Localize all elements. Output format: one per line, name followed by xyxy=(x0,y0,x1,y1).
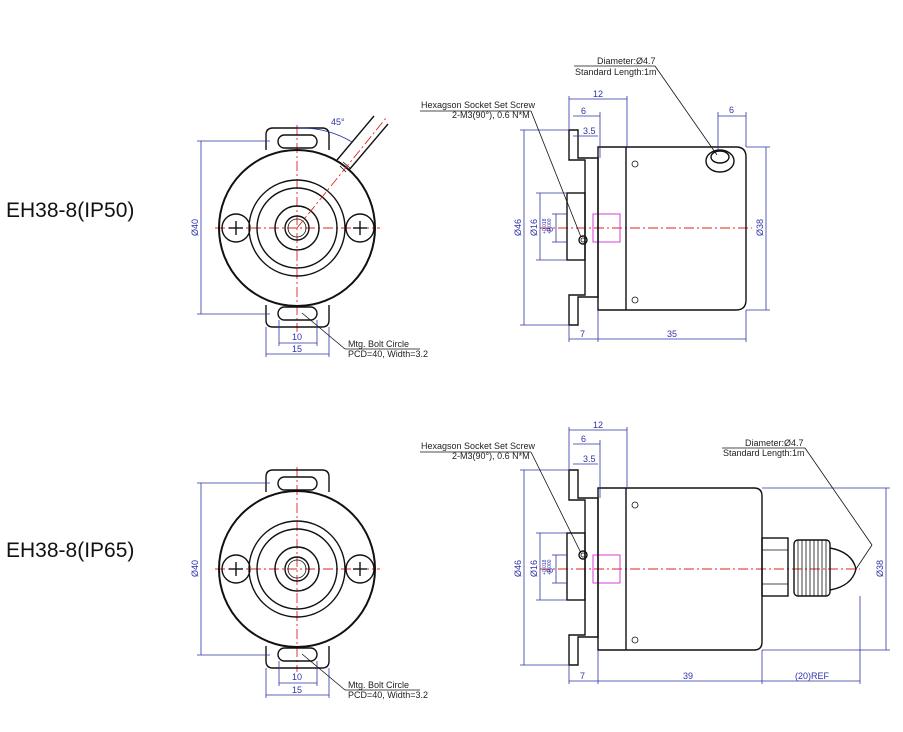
model-title-ip65: EH38-8(IP65) xyxy=(6,539,135,562)
front-view-ip50: 45° Ø40 10 15 Mtg. Bolt Circle PCD=40, W… xyxy=(190,115,428,359)
screw-note-ip50: Hexagson Socket Set Screw xyxy=(421,100,536,110)
dim-slot-10-ip65: 10 xyxy=(292,672,302,682)
cable-length-note-ip65: Standard Length:1m xyxy=(723,448,805,458)
dim-dia46-ip50: Ø46 xyxy=(513,219,523,236)
dim-slot-15-ip50: 15 xyxy=(292,344,302,354)
model-title-ip50: EH38-8(IP50) xyxy=(6,199,135,222)
cable-dia-note-ip65: Diameter:Ø4.7 xyxy=(745,438,804,448)
dim-dia38-ip50: Ø38 xyxy=(755,219,765,236)
front-view-ip65: Ø40 10 15 Mtg. Bolt Circle PCD=40, Width… xyxy=(190,467,428,700)
screw-spec-ip65: 2-M3(90°), 0.6 N*M xyxy=(452,451,530,461)
side-view-ip65: 12 6 3.5 Ø46 Ø16 8 +0.018 +0.000 xyxy=(420,420,890,684)
bolt-circle-note-ip65: Mtg. Bolt Circle xyxy=(348,680,409,690)
dim-slot-10-ip50: 10 xyxy=(292,332,302,342)
dim-7-ip50: 7 xyxy=(580,329,585,339)
dim-7-ip65: 7 xyxy=(580,671,585,681)
dim-6a-ip50: 6 xyxy=(581,106,586,116)
dim-3-5-ip50: 3.5 xyxy=(583,126,596,136)
bolt-circle-note-ip50: Mtg. Bolt Circle xyxy=(348,339,409,349)
dim-dia38-ip65: Ø38 xyxy=(875,560,885,577)
dim-8-tol-lo-ip50: +0.000 xyxy=(547,218,553,234)
cable-length-note-ip50: Standard Length:1m xyxy=(575,67,657,77)
side-view-ip50: 12 6 3.5 6 Ø46 Ø16 8 +0.018 +0.000 xyxy=(420,56,770,342)
dim-slot-15-ip65: 15 xyxy=(292,685,302,695)
bolt-pcd-note-ip50: PCD=40, Width=3.2 xyxy=(348,349,428,359)
dim-ref-ip65: (20)REF xyxy=(795,671,830,681)
dim-dia16-ip65: Ø16 xyxy=(529,560,539,577)
screw-spec-ip50: 2-M3(90°), 0.6 N*M xyxy=(452,110,530,120)
screw-note-ip65: Hexagson Socket Set Screw xyxy=(421,441,536,451)
dim-35-ip50: 35 xyxy=(667,329,677,339)
dim-8-tol-lo-ip65: +0.000 xyxy=(547,559,553,575)
angle-label-45: 45° xyxy=(331,117,345,127)
dim-dia40-ip65: Ø40 xyxy=(190,560,200,577)
dim-dia16-ip50: Ø16 xyxy=(529,219,539,236)
dim-39-ip65: 39 xyxy=(683,671,693,681)
dim-12-ip65: 12 xyxy=(593,420,603,430)
dim-6a-ip65: 6 xyxy=(581,434,586,444)
dim-8-ip50: 8 xyxy=(545,227,555,232)
dim-8-ip65: 8 xyxy=(545,568,555,573)
dim-dia46-ip65: Ø46 xyxy=(513,560,523,577)
dim-3-5-ip65: 3.5 xyxy=(583,454,596,464)
dim-12-ip50: 12 xyxy=(593,89,603,99)
dim-dia40-ip50: Ø40 xyxy=(190,219,200,236)
dim-6b-ip50: 6 xyxy=(729,105,734,115)
cable-dia-note-ip50: Diameter:Ø4.7 xyxy=(597,56,656,66)
dim-8-tol-hi-ip65: +0.018 xyxy=(542,559,548,575)
dim-8-tol-hi-ip50: +0.018 xyxy=(542,218,548,234)
bolt-pcd-note-ip65: PCD=40, Width=3.2 xyxy=(348,690,428,700)
